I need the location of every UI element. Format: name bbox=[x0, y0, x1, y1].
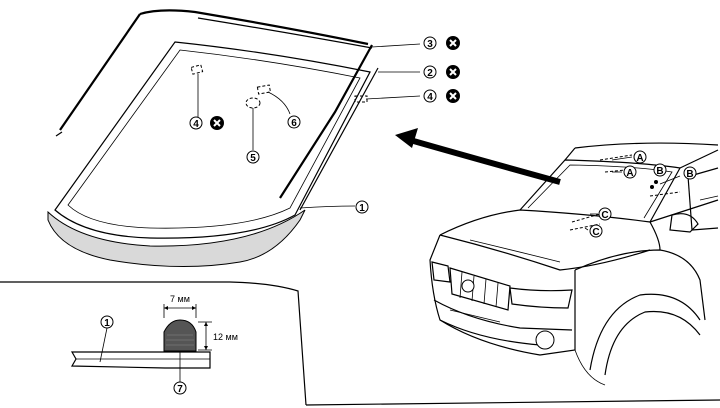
callout-c-upper: C bbox=[598, 207, 612, 221]
vehicle-illustration bbox=[429, 142, 719, 386]
callout-1-detail-label: 1 bbox=[104, 318, 110, 329]
callout-c-upper-label: C bbox=[601, 210, 608, 221]
callout-a-upper-label: A bbox=[636, 153, 643, 164]
callout-6: 6 bbox=[287, 115, 301, 129]
callout-6-label: 6 bbox=[291, 118, 297, 129]
callout-7-label: 7 bbox=[177, 384, 183, 395]
callout-a-lower-label: A bbox=[626, 168, 633, 179]
x-circle-icon bbox=[446, 36, 460, 50]
callout-1-label: 1 bbox=[359, 203, 365, 214]
callout-4-right: 4 bbox=[423, 89, 437, 103]
callout-b-right-label: B bbox=[686, 169, 693, 180]
x-circle-icon bbox=[446, 89, 460, 103]
upper-molding bbox=[139, 9, 369, 46]
detail-inset: 7 мм 12 мм bbox=[0, 281, 307, 406]
arrow-icon bbox=[395, 128, 561, 185]
callout-4-left: 4 bbox=[189, 116, 203, 130]
windshield-glass bbox=[54, 41, 371, 239]
glass-edge bbox=[70, 351, 211, 369]
x-circle-icon bbox=[446, 65, 460, 79]
x-circle-icon bbox=[210, 116, 224, 130]
callout-2: 2 bbox=[423, 65, 437, 79]
callout-1-detail: 1 bbox=[100, 315, 114, 329]
callout-2-label: 2 bbox=[427, 68, 433, 79]
callout-b-left-label: B bbox=[656, 166, 663, 177]
callout-3-label: 3 bbox=[427, 39, 433, 50]
callout-7: 7 bbox=[173, 381, 187, 395]
callout-4-right-label: 4 bbox=[427, 92, 433, 103]
sensor-5 bbox=[245, 97, 261, 109]
windshield-assembly bbox=[47, 9, 421, 268]
callout-3: 3 bbox=[423, 36, 437, 50]
clip-4-upper bbox=[190, 64, 204, 75]
callout-c-lower-label: C bbox=[592, 227, 599, 238]
clip-6 bbox=[256, 84, 272, 95]
side-molding-left bbox=[59, 13, 141, 131]
callout-5: 5 bbox=[246, 150, 260, 164]
callout-b-right: B bbox=[683, 166, 697, 180]
callout-c-lower: C bbox=[589, 224, 603, 238]
callout-4-left-label: 4 bbox=[193, 119, 199, 130]
callout-b-left: B bbox=[653, 163, 667, 177]
dimension-height-label: 12 мм bbox=[213, 332, 238, 342]
windshield-glass-shadow bbox=[47, 209, 306, 268]
side-molding-right bbox=[279, 44, 373, 199]
callout-a-lower: A bbox=[623, 165, 637, 179]
dimension-width-label: 7 мм bbox=[170, 294, 190, 304]
callout-a-upper: A bbox=[633, 150, 647, 164]
callout-1: 1 bbox=[355, 200, 369, 214]
callout-5-label: 5 bbox=[250, 153, 256, 164]
urethane-bead bbox=[163, 319, 197, 352]
